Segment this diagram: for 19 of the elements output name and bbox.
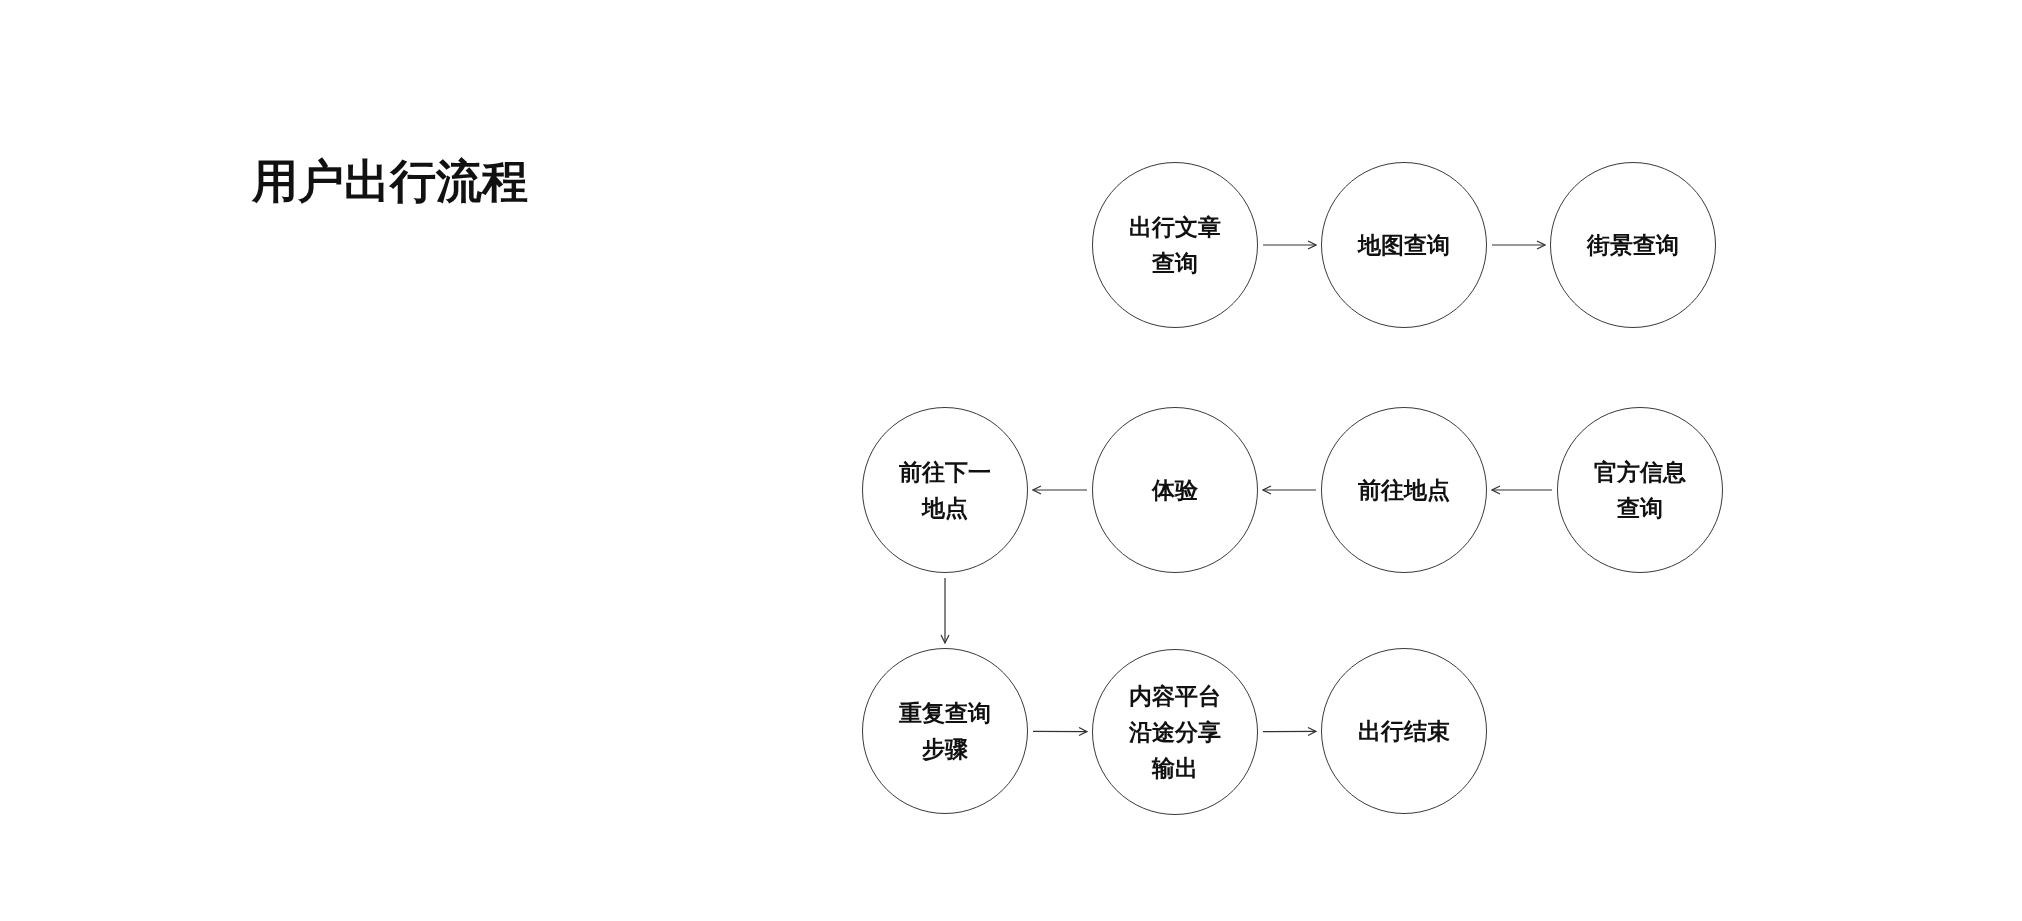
- node-label: 官方信息查询: [1593, 458, 1687, 523]
- arrow: [1262, 485, 1317, 495]
- arrow: [1262, 726, 1317, 736]
- arrow: [940, 577, 950, 644]
- node-label: 街景查询: [1585, 231, 1680, 260]
- node-label: 体验: [1150, 476, 1199, 505]
- node-label: 前往下一地点: [898, 458, 992, 523]
- diagram-title: 用户出行流程: [252, 153, 528, 210]
- arrow: [1491, 240, 1546, 250]
- node-label: 出行结束: [1357, 717, 1451, 746]
- arrow: [1032, 485, 1088, 495]
- node-label: 出行文章查询: [1128, 213, 1222, 278]
- arrow: [1262, 240, 1317, 250]
- node-label: 地图查询: [1356, 231, 1451, 260]
- arrow: [1491, 485, 1553, 495]
- node-label: 重复查询步骤: [898, 699, 992, 764]
- node-label: 前往地点: [1357, 476, 1451, 505]
- node-label: 内容平台沿途分享输出: [1128, 682, 1222, 783]
- arrow: [1032, 727, 1088, 737]
